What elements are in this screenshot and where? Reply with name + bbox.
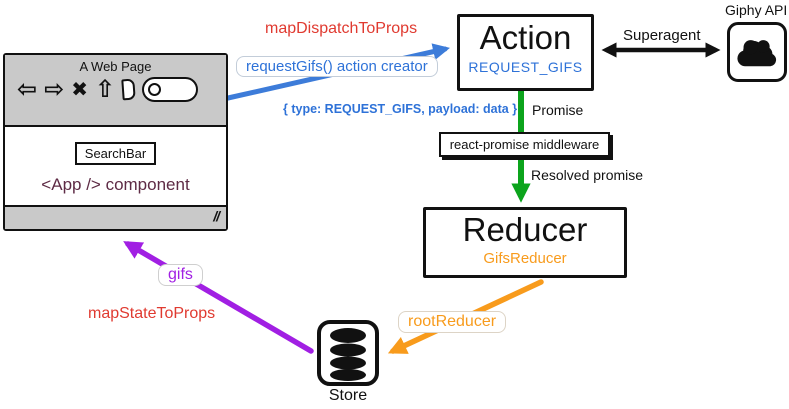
search-field [142,76,199,102]
action-payload-label: { type: REQUEST_GIFS, payload: data } [283,102,518,116]
browser-statusbar: // [5,205,226,229]
web-page-window: A Web Page ⇦ ⇨ ✖ ⇧ SearchBar <App /> com… [3,53,228,231]
superagent-label: Superagent [623,27,701,44]
store-icon [317,320,379,391]
map-dispatch-to-props-label: mapDispatchToProps [265,20,418,37]
reducer-subtitle: GifsReducer [483,250,567,267]
back-icon: ⇦ [17,75,38,103]
app-component-label: <App /> component [41,175,190,194]
middleware-box: react-promise middleware [439,132,610,157]
store-label: Store [328,387,368,404]
resolved-promise-label: Resolved promise [531,167,644,183]
map-state-to-props-label: mapStateToProps [88,305,216,322]
promise-label: Promise [532,102,584,118]
reducer-title: Reducer [462,211,588,248]
resize-grip-icon: // [213,208,220,224]
magnifier-icon [148,82,162,96]
close-icon: ✖ [71,77,88,101]
giphy-api-box [727,22,787,82]
home-icon: ⇧ [94,75,116,103]
request-gifs-creator-pill: requestGifs() action creator [236,56,438,77]
browser-titlebar: A Web Page ⇦ ⇨ ✖ ⇧ [5,55,226,127]
action-box: Action REQUEST_GIFS [457,14,594,91]
page-icon [121,78,136,100]
giphy-api-label: Giphy API [725,2,788,18]
action-title: Action [479,19,572,56]
reducer-box: Reducer GifsReducer [423,207,627,278]
database-icon [317,320,379,386]
page-content: SearchBar <App /> component [5,127,226,205]
searchbar-component: SearchBar [74,142,157,165]
action-type-constant: REQUEST_GIFS [468,59,583,75]
gifs-pill: gifs [158,264,203,286]
cloud-icon [737,40,777,67]
root-reducer-pill: rootReducer [398,311,507,333]
forward-icon: ⇨ [44,75,65,103]
browser-toolbar: ⇦ ⇨ ✖ ⇧ [5,74,226,102]
window-title: A Web Page [79,59,152,74]
map-state-arrow [123,241,314,354]
